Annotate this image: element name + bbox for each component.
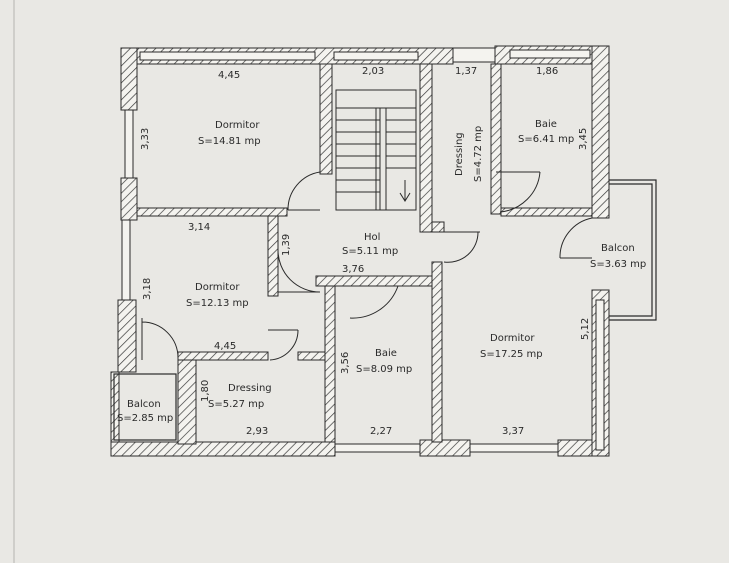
room-name-dormitor3: Dormitor [490,333,535,344]
room-area-dormitor2: S=12.13 mp [186,298,249,309]
room-area-balcon2: S=2.85 mp [117,413,173,424]
dim-186: 1,86 [536,66,558,77]
dim-445-top: 4,45 [218,70,240,81]
room-name-dormitor1: Dormitor [215,120,260,131]
door-dorm2 [277,249,321,293]
dimension-labels: 4,45 2,03 1,37 1,86 3,33 3,45 3,14 1,39 … [140,66,591,437]
door-dorm1 [287,171,321,211]
room-name-balcon2: Balcon [127,399,161,410]
room-area-balcon1: S=3.63 mp [590,259,646,270]
wall-left-lower [117,299,137,373]
dim-227: 2,27 [370,426,392,437]
room-name-dressing2: Dressing [228,383,272,394]
dim-445-mid: 4,45 [214,341,236,352]
dim-203: 2,03 [362,66,384,77]
room-area-dormitor3: S=17.25 mp [480,349,543,360]
window-top-dressing [452,47,496,63]
room-area-dormitor1: S=14.81 mp [198,136,261,147]
wall-baie2-top [315,275,433,287]
dim-293: 2,93 [246,426,268,437]
room-area-dressing2: S=5.27 mp [208,399,264,410]
room-name-baie2: Baie [375,348,397,359]
wall-baie2-right [431,261,443,443]
dim-333: 3,33 [140,128,151,150]
window-baie1 [509,49,591,59]
dim-512: 5,12 [580,318,591,340]
dim-337: 3,37 [502,426,524,437]
dim-318: 3,18 [142,278,153,300]
wall-stair-right [419,63,433,233]
interior-walls [136,63,593,445]
room-labels: Dormitor S=14.81 mp Hol S=5.11 mp Dressi… [117,119,646,424]
door-swings [141,171,593,361]
door-dressing2 [268,329,299,361]
room-name-dormitor2: Dormitor [195,282,240,293]
room-area-baie1: S=6.41 mp [518,134,574,145]
staircase [335,89,417,211]
wall-dressing-baie [490,63,502,215]
door-dressing1 [496,171,541,213]
wall-left-middle [120,177,138,221]
door-hol-dressing [443,231,480,263]
window-top-stair [333,51,419,61]
dim-376: 3,76 [342,264,364,275]
room-area-hol: S=5.11 mp [342,246,398,257]
wall-left-upper [120,47,138,111]
dim-356: 3,56 [340,352,351,374]
balcony-left [113,373,177,441]
wall-hol-corner [431,221,445,233]
room-name-balcon1: Balcon [601,243,635,254]
wall-baie1-bottom [500,207,593,217]
wall-dressing2-top [177,351,269,361]
window-top-left [139,51,316,61]
dim-314: 3,14 [188,222,210,233]
window-bottom-baie [334,443,421,453]
window-bottom-dorm [469,443,559,453]
window-left-upper [124,109,134,179]
windows [121,47,605,453]
room-area-baie2: S=8.09 mp [356,364,412,375]
wall-dressing2-top-b [297,351,326,361]
wall-right-upper [591,45,610,219]
dim-345: 3,45 [578,128,589,150]
balcony-right [609,179,657,321]
wall-dorm2-right [267,215,279,297]
wall-dorm1-bottom-a [136,207,288,217]
room-name-hol: Hol [364,232,380,243]
dim-137: 1,37 [455,66,477,77]
door-baie2 [349,285,399,319]
window-left-middle [121,219,131,301]
room-name-baie1: Baie [535,119,557,130]
wall-bottom-mid [419,439,471,457]
dim-180: 1,80 [200,380,211,402]
room-area-dressing1: S=4.72 mp [473,126,484,182]
wall-baie2-left [324,275,336,443]
room-name-dressing1: Dressing [454,132,465,176]
door-balcon-left [141,318,179,360]
wall-dressing2-left [177,359,197,445]
wall-bottom-left [110,441,336,457]
dim-139: 1,39 [281,234,292,256]
wall-hol-left [319,63,333,175]
door-balcon-right [559,217,593,259]
window-right-dorm [595,299,605,451]
